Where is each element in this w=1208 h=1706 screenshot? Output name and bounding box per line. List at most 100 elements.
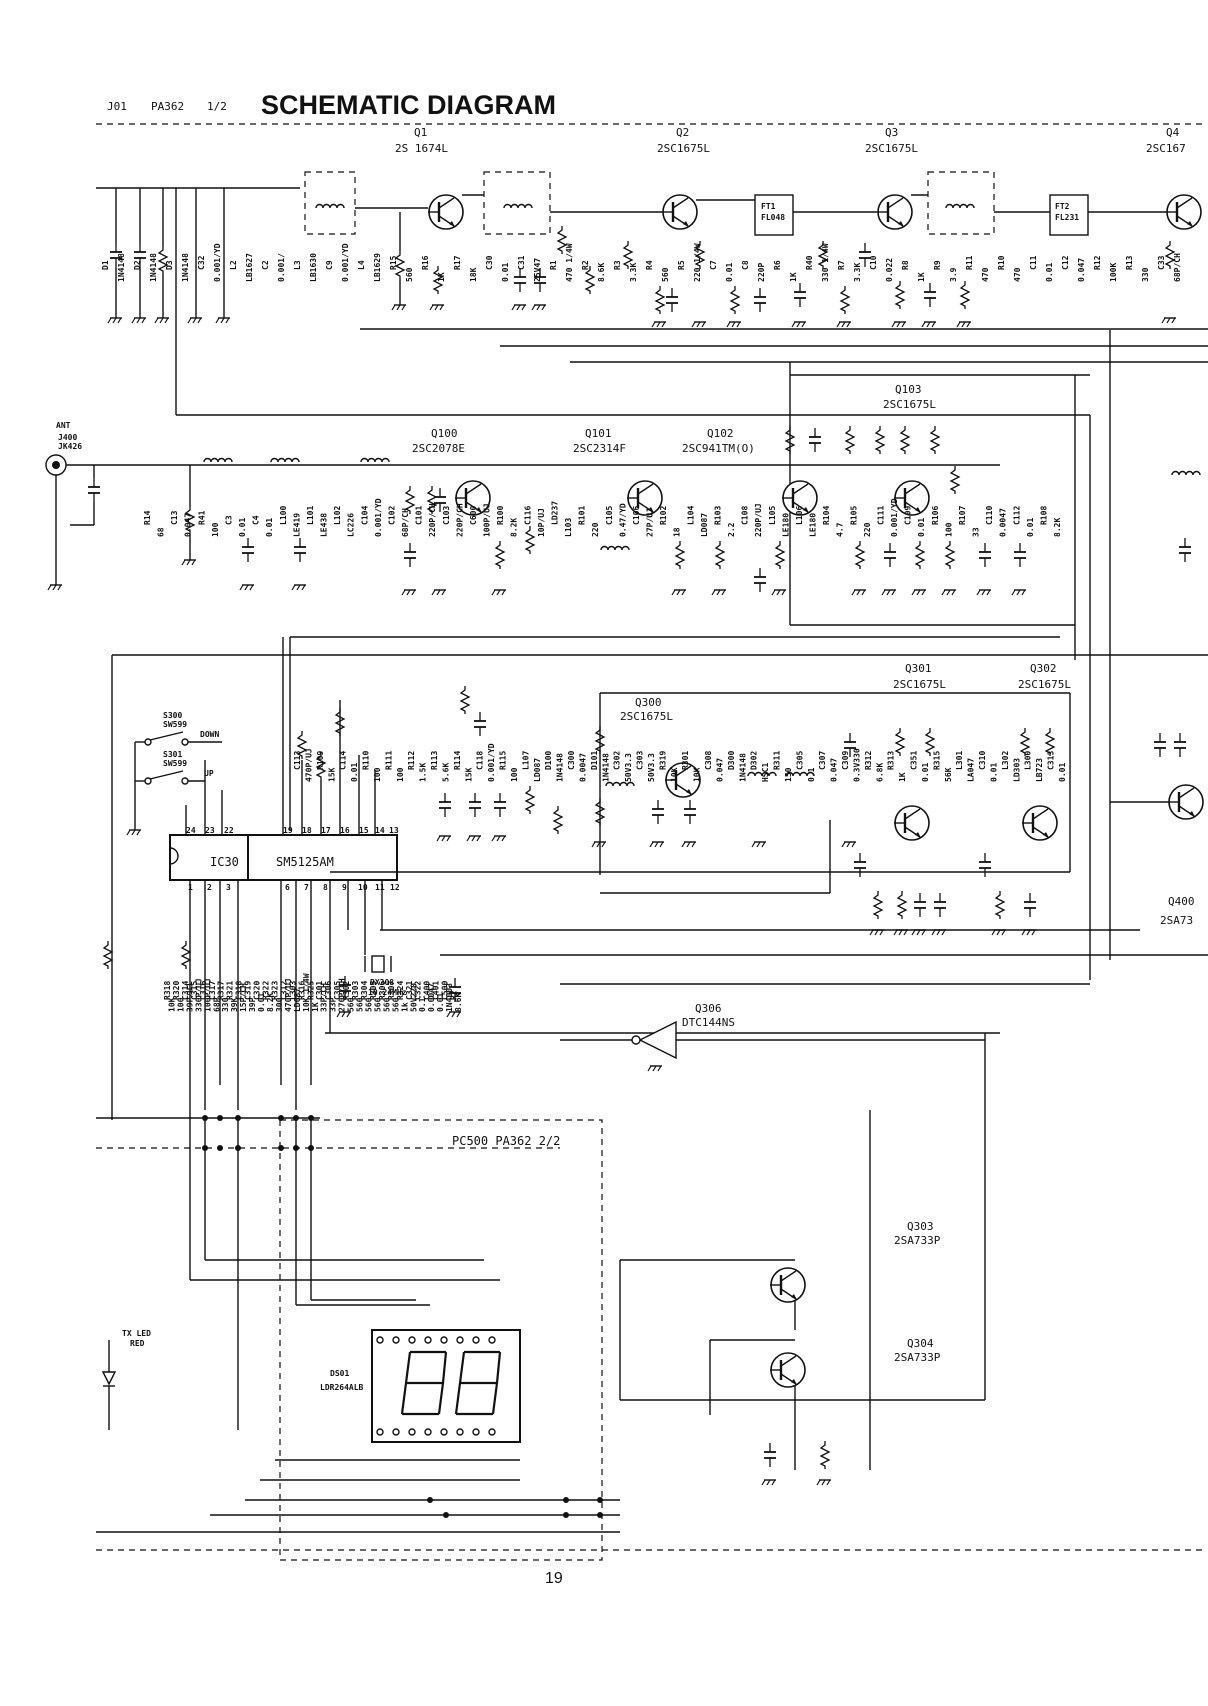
part-label: C11 xyxy=(1029,255,1038,270)
q302-symbol xyxy=(1020,804,1059,842)
part-label: C316 xyxy=(199,981,208,1000)
s301-ref: S301 xyxy=(163,750,182,759)
part-label: 0.01 xyxy=(1058,763,1067,782)
ic-pin-12: 12 xyxy=(390,883,400,892)
part-label: 50V3.3 xyxy=(624,753,633,782)
part-label: C309 xyxy=(841,751,850,770)
part-label: 100P/UJ xyxy=(203,978,212,1012)
part-label: C108 xyxy=(741,506,750,525)
part-label: R302 xyxy=(342,981,351,1000)
part-label: R15 xyxy=(389,255,398,270)
part-label: R11 xyxy=(965,255,974,270)
part-label: R323 xyxy=(271,981,280,1000)
board-code: PA362 xyxy=(151,100,184,113)
q4-type: 2SC167 xyxy=(1146,142,1186,155)
part-label: C322 xyxy=(414,981,423,1000)
s300-label: DOWN xyxy=(200,730,219,739)
q1-type: 2S 1674L xyxy=(395,142,448,155)
part-label: 10K xyxy=(670,767,679,782)
part-label: LB723 xyxy=(1035,758,1044,782)
part-label: D101 xyxy=(590,751,599,770)
s300-ref: S300 xyxy=(163,711,182,720)
part-label: LE180 xyxy=(809,513,818,537)
q2-ref: Q2 xyxy=(676,126,689,139)
q400-ref: Q400 xyxy=(1168,895,1195,908)
x300-freq: 10.24MHz xyxy=(368,988,407,997)
ic-pin-19: 19 xyxy=(283,826,293,835)
part-label: 220P xyxy=(757,263,766,282)
switch-block: S300 SW599 DOWN S301 SW599 UP xyxy=(126,711,222,836)
part-label: C315 xyxy=(190,981,199,1000)
part-label: 15K xyxy=(464,767,473,782)
part-label: 1N4148 xyxy=(149,253,158,282)
part-label: 0.047 xyxy=(1077,258,1086,282)
part-label: R9 xyxy=(933,260,942,270)
part-label: C600 xyxy=(469,506,478,525)
part-label: 560 xyxy=(356,997,365,1012)
part-label: 470 xyxy=(1013,267,1022,282)
part-label: 0.047 xyxy=(830,758,839,782)
part-label: R105 xyxy=(849,506,858,525)
part-label: R311 xyxy=(773,751,782,770)
q300-type: 2SC1675L xyxy=(620,710,673,723)
part-label: 1K xyxy=(917,272,926,282)
q101-ref: Q101 xyxy=(585,427,612,440)
part-label: C307 xyxy=(818,751,827,770)
l4-can xyxy=(927,171,995,235)
q101-type: 2SC2314F xyxy=(573,442,626,455)
part-label: 0.001/YD xyxy=(374,498,383,537)
q303-ref: Q303 xyxy=(907,1220,934,1233)
part-label: LC226 xyxy=(347,513,356,537)
part-label: C305 xyxy=(795,751,804,770)
part-label: LD237 xyxy=(551,501,560,525)
part-label: 1K xyxy=(437,272,446,282)
part-label: R306 xyxy=(378,981,387,1000)
part-label: R10 xyxy=(997,255,1006,270)
part-label: R1 xyxy=(549,260,558,270)
part-label: 560 xyxy=(405,267,414,282)
sub-board-outline xyxy=(279,1119,603,1561)
part-label: 39P/UJ xyxy=(185,983,194,1012)
part-label: R110 xyxy=(362,751,371,770)
part-label: C112 xyxy=(1012,506,1021,525)
part-label: 470 xyxy=(981,267,990,282)
q102-ref: Q102 xyxy=(707,427,734,440)
tx-led-color: RED xyxy=(130,1339,145,1348)
sheet-number: 1/2 xyxy=(207,100,227,113)
part-label: 100P/UJ xyxy=(483,503,492,537)
part-label: 0.01 xyxy=(1026,518,1035,537)
part-label: C110 xyxy=(985,506,994,525)
part-label: 0.001/YD xyxy=(213,243,222,282)
part-label: 560 xyxy=(365,997,374,1012)
part-label: D2 xyxy=(133,260,142,270)
part-label: LD303 xyxy=(1012,758,1021,782)
part-label: 0.01 xyxy=(265,518,274,537)
part-label: 560 xyxy=(373,997,382,1012)
part-label: 100 xyxy=(510,767,519,782)
ant-label: ANT xyxy=(56,421,71,430)
tx-led-label: TX LED xyxy=(122,1329,151,1338)
part-label: 0.01 xyxy=(436,993,445,1012)
part-label: 560 xyxy=(382,997,391,1012)
display-body xyxy=(371,1329,521,1443)
antenna-input: ANT J400 JK426 xyxy=(45,421,176,591)
part-label: R315 xyxy=(932,751,941,770)
part-label: C116 xyxy=(523,506,532,525)
part-label: 5.6K xyxy=(441,763,450,782)
part-label: 56K xyxy=(944,767,953,782)
q304-type: 2SA733P xyxy=(894,1351,941,1364)
part-label: 10K 1/4W xyxy=(302,973,311,1012)
part-label: 560 xyxy=(347,997,356,1012)
part-label: 0.001/YD xyxy=(487,743,496,782)
part-label: 1N4148 xyxy=(117,253,126,282)
part-label: 0.01 xyxy=(990,763,999,782)
q306-ref: Q306 xyxy=(695,1002,722,1015)
part-label: C300 xyxy=(567,751,576,770)
q2-type: 2SC1675L xyxy=(657,142,710,155)
ic-pin-24: 24 xyxy=(186,826,196,835)
part-label: R324 xyxy=(396,981,405,1000)
part-label: 8.2K xyxy=(1053,518,1062,537)
part-label: 0.0047 xyxy=(578,753,587,782)
part-label: R301 xyxy=(681,751,690,770)
